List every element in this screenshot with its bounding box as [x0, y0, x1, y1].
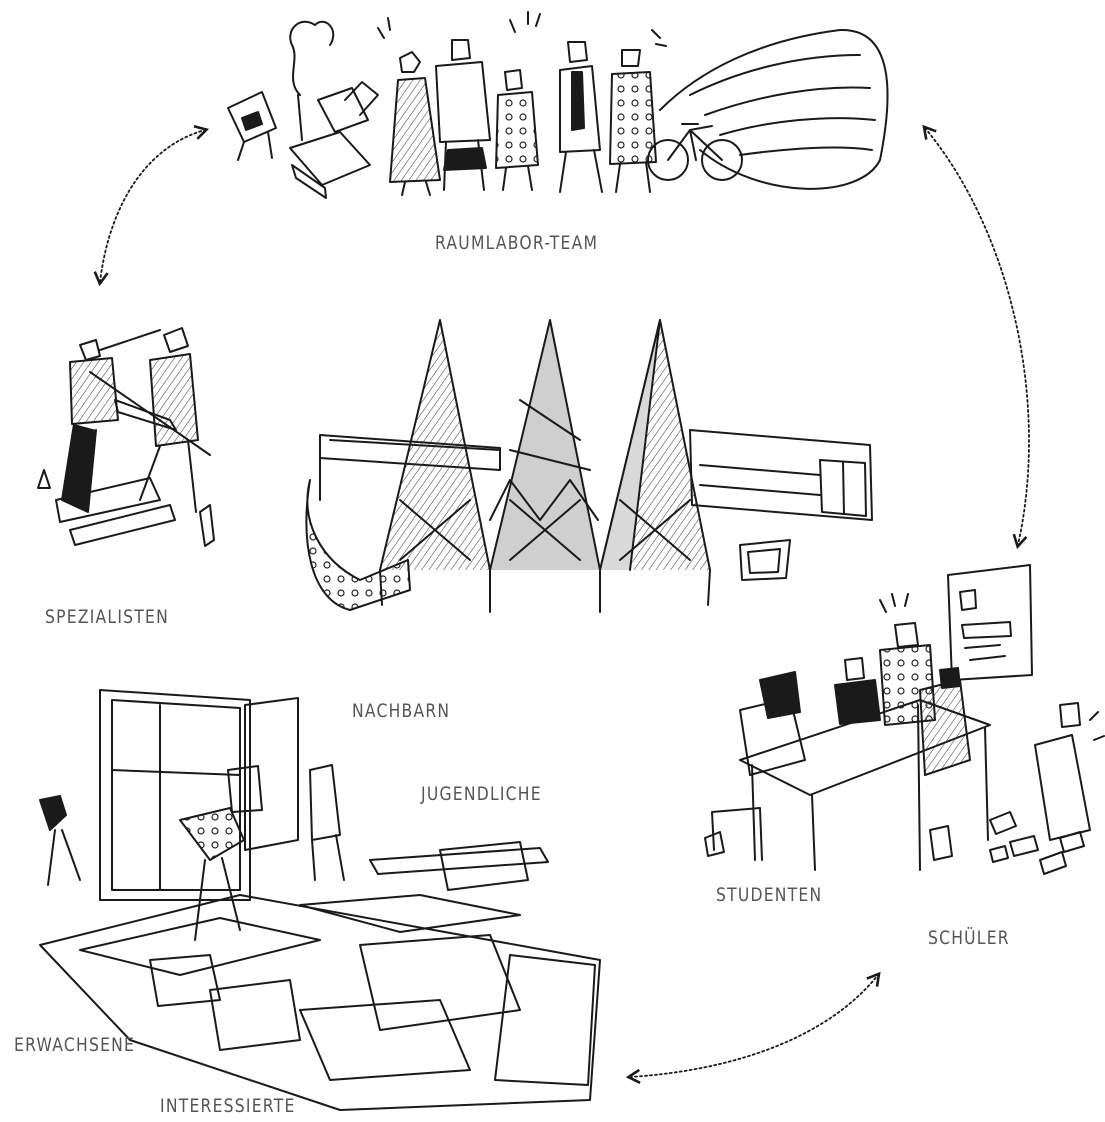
label-studenten: STUDENTEN: [716, 884, 823, 906]
label-spezialisten: SPEZIALISTEN: [45, 606, 169, 628]
label-raumlabor-team: RAUMLABOR-TEAM: [435, 232, 599, 254]
specialists-illustration: [37, 327, 215, 547]
label-erwachsene: ERWACHSENE: [14, 1034, 136, 1056]
team-group-illustration: [227, 11, 889, 199]
cycle-arrow-bottom: [625, 971, 881, 1085]
label-nachbarn: NACHBARN: [352, 700, 451, 722]
label-jugendliche: JUGENDLICHE: [421, 783, 542, 805]
cycle-arrow-top-left: [93, 125, 210, 287]
pavilion-illustration: [305, 319, 873, 613]
label-interessierte: INTERESSIERTE: [160, 1095, 296, 1117]
construction-frames-illustration: [39, 689, 601, 1111]
workshop-table-illustration: [704, 564, 1105, 875]
cycle-arrow-right: [922, 124, 1030, 550]
label-schueler: SCHÜLER: [928, 927, 1010, 949]
